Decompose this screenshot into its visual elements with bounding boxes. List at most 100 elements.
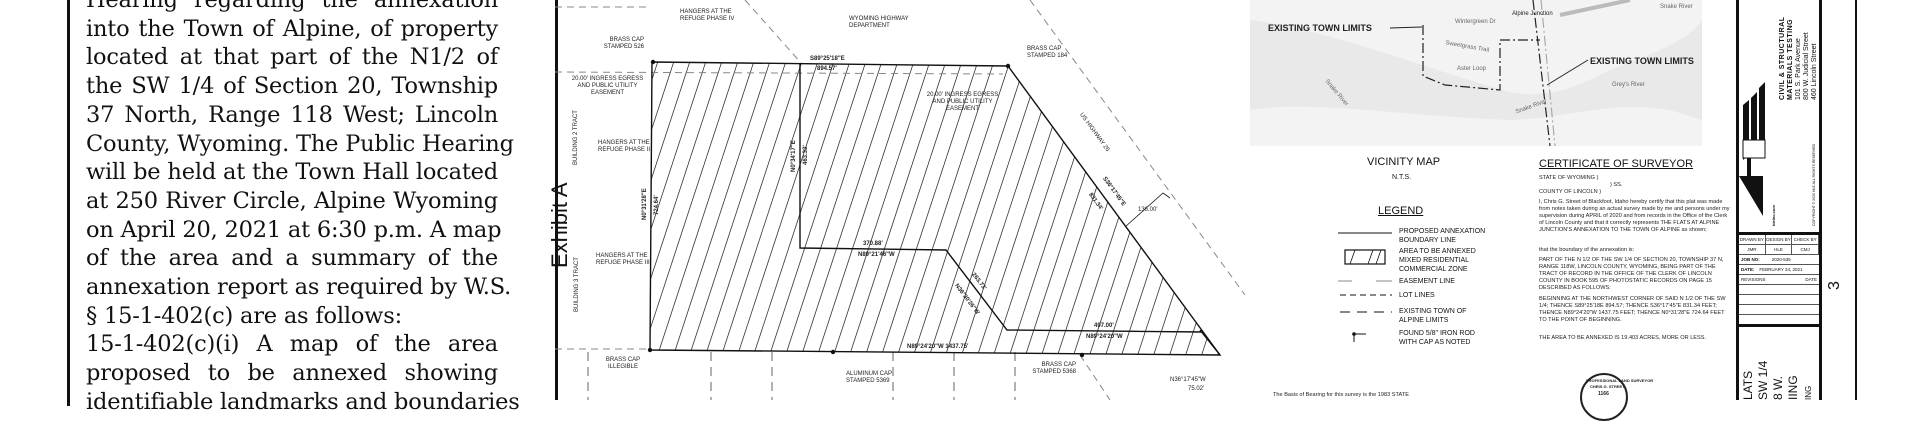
hatch-line: [911, 62, 1013, 355]
label-brass-cap-184: BRASS CAP STAMPED 184: [1027, 46, 1068, 59]
street-label: Wintergreen Dr: [1455, 19, 1496, 25]
notice-line: annexation report as required by W.S.: [86, 274, 512, 300]
label-wydot: WYOMING HIGHWAY DEPARTMENT: [849, 16, 909, 29]
hatch-line: [927, 62, 1029, 355]
street-label: Aster Loop: [1457, 66, 1487, 72]
label-easement-right: 20.00' INGRESS EGRESS AND PUBLIC UTILITY…: [926, 92, 999, 112]
certificate-paragraph-4: BEGINNING AT THE NORTHWEST CORNER OF SAI…: [1539, 296, 1726, 323]
hatch-line: [783, 62, 885, 355]
lot-lines: [587, 352, 1016, 400]
sheet-number: 3: [1826, 281, 1843, 290]
hatch-line: [687, 62, 789, 355]
label-phase-iv: HANGERS AT THE REFUGE PHASE IV: [680, 9, 735, 22]
hatch-line: [650, 62, 725, 355]
label-corner-bearing: N36°17'45"W: [1170, 377, 1206, 383]
notice-line: § 15-1-402(c) are as follows:: [86, 302, 402, 329]
hatch-line: [751, 62, 853, 355]
hatch-line: [703, 62, 805, 355]
town-limits-label-2: EXISTING TOWN LIMITS: [1590, 56, 1694, 66]
vicinity-map-title: VICINITY MAP: [1367, 156, 1441, 168]
notice-line: will be held at the Town Hall located: [86, 159, 498, 186]
label-easement-left: 20.00' INGRESS EGRESS AND PUBLIC UTILITY…: [571, 76, 644, 96]
legend-item-boundary: PROPOSED ANNEXATION BOUNDARY LINE: [1399, 228, 1486, 244]
hatch-line: [895, 62, 997, 355]
town-limits-label-1: EXISTING TOWN LIMITS: [1268, 23, 1372, 33]
sheet-title: 8 W.: [1771, 375, 1785, 400]
seal-number: 1166: [1598, 391, 1609, 397]
monument-markers: [647, 59, 1085, 358]
legend-item-iron-rod: FOUND 5/8" IRON ROD WITH CAP AS NOTED: [1399, 330, 1475, 346]
label-top-distance: 894.57': [817, 66, 837, 72]
legend-item-lot-lines: LOT LINES: [1399, 292, 1435, 299]
plat-drawing: [554, 0, 1246, 400]
hatch-line: [943, 62, 1045, 355]
revisions-label: REVISIONS: [1741, 277, 1766, 282]
design-by-header: DESIGN BY: [1766, 235, 1793, 244]
certificate-county: COUNTY OF LINCOLN ): [1539, 189, 1602, 195]
notice-line: into the Town of Alpine, of property: [86, 15, 498, 42]
certificate-paragraph-5: THE AREA TO BE ANNEXED IS 19.403 ACRES, …: [1539, 335, 1707, 341]
company-address: 460 Lincoln Street: [1811, 43, 1818, 100]
label-phase-ii: HANGERS AT THE REFUGE PHASE II: [598, 140, 651, 153]
drawn-by-value: JMR: [1739, 245, 1766, 254]
company-address: 101 S. Park Avenue: [1795, 38, 1802, 100]
hatch-line: [879, 62, 981, 355]
label-step-bearing: N89°21'46"W: [858, 252, 895, 258]
hatch-line: [650, 62, 741, 355]
hatch-line: [735, 62, 837, 355]
river-label: Snake River: [1660, 4, 1693, 10]
label-phase-iii: HANGERS AT THE REFUGE PHASE III: [596, 253, 650, 266]
certificate-paragraph-1: I, Chris G. Street of Blackfoot, Idaho h…: [1539, 199, 1730, 233]
notice-line: proposed to be annexed showing: [86, 360, 498, 387]
label-top-bearing: S89°25'18"E: [810, 56, 845, 62]
notice-line: of the area and a summary of the: [86, 245, 498, 272]
check-by-value: CMJ: [1792, 245, 1820, 254]
sheet-title: ING: [1804, 385, 1813, 400]
hatch-line: [650, 62, 693, 355]
legend-item-annex-area: AREA TO BE ANNEXED MIXED RESIDENTIAL COM…: [1399, 248, 1476, 273]
hatch-line: [847, 62, 949, 355]
hatch-line: [831, 62, 933, 355]
vicinity-map: EXISTING TOWN LIMITS EXISTING TOWN LIMIT…: [1250, 0, 1702, 146]
legend-title: LEGEND: [1378, 205, 1424, 217]
company-logo: [1739, 82, 1766, 216]
design-by-value: HLE: [1766, 245, 1793, 254]
annexation-boundary: [649, 61, 1222, 356]
company-services: MATERIALS TESTING: [1787, 18, 1794, 100]
river-label: Grey's River: [1612, 82, 1645, 88]
hatch-line: [650, 62, 677, 355]
legend-symbols: [1338, 232, 1392, 342]
job-number-label: JOB NO:: [1741, 257, 1760, 262]
revisions-date-label: DATE: [1805, 277, 1817, 282]
seal-name: CHRIS G. STREET: [1590, 384, 1625, 389]
hatch-line: [767, 62, 869, 355]
sheet-title: SW 1/4: [1756, 360, 1770, 400]
date-label: DATE:: [1741, 267, 1755, 272]
label-aluminum-cap: ALUMINUM CAP STAMPED 5369: [846, 371, 892, 384]
dashed-lines: [554, 0, 1246, 400]
hatch-line: [863, 62, 965, 355]
legend-item-town-limits: EXISTING TOWN OF ALPINE LIMITS: [1399, 308, 1467, 324]
hatch-line: [650, 62, 709, 355]
legend-item-easement: EASEMENT LINE: [1399, 278, 1455, 285]
certificate-paragraph-3: PART OF THE N 1/2 OF THE SW 1/4 OF SECTI…: [1539, 257, 1724, 291]
notice-line: Hearing regarding the annexation: [86, 0, 498, 13]
company-name: CIVIL & STRUCTURAL: [1779, 16, 1786, 100]
company-address: 800 W. Judicial Street: [1803, 32, 1810, 100]
basis-of-bearing: The Basis of Bearing for this survey is …: [1273, 392, 1409, 398]
drawing-date: FEBRUARY 24, 2021: [1759, 267, 1803, 272]
seal-title: Professional Land Surveyor: [1586, 378, 1654, 383]
label-step-distance: 370.88': [863, 241, 883, 247]
label-lower-bearing: N89°24'20"W: [1086, 334, 1123, 340]
notice-line: the SW 1/4 of Section 20, Township: [86, 73, 498, 100]
sheet-title: IING: [1786, 375, 1800, 400]
drawn-by-header: DRAWN BY: [1739, 235, 1766, 244]
surveyor-seal: Professional Land Surveyor CHRIS G. STRE…: [1580, 373, 1653, 421]
hatch-line: [815, 62, 917, 355]
exhibit-border: [555, 0, 558, 400]
label-brass-cap-illegible: BRASS CAP ILLEGIBLE: [605, 357, 641, 370]
certificate-title: CERTIFICATE OF SURVEYOR: [1539, 158, 1694, 170]
certificate-state: STATE OF WYOMING ): [1539, 175, 1599, 181]
label-bottom-line: N89°24'20"W 1437.75': [907, 344, 969, 350]
